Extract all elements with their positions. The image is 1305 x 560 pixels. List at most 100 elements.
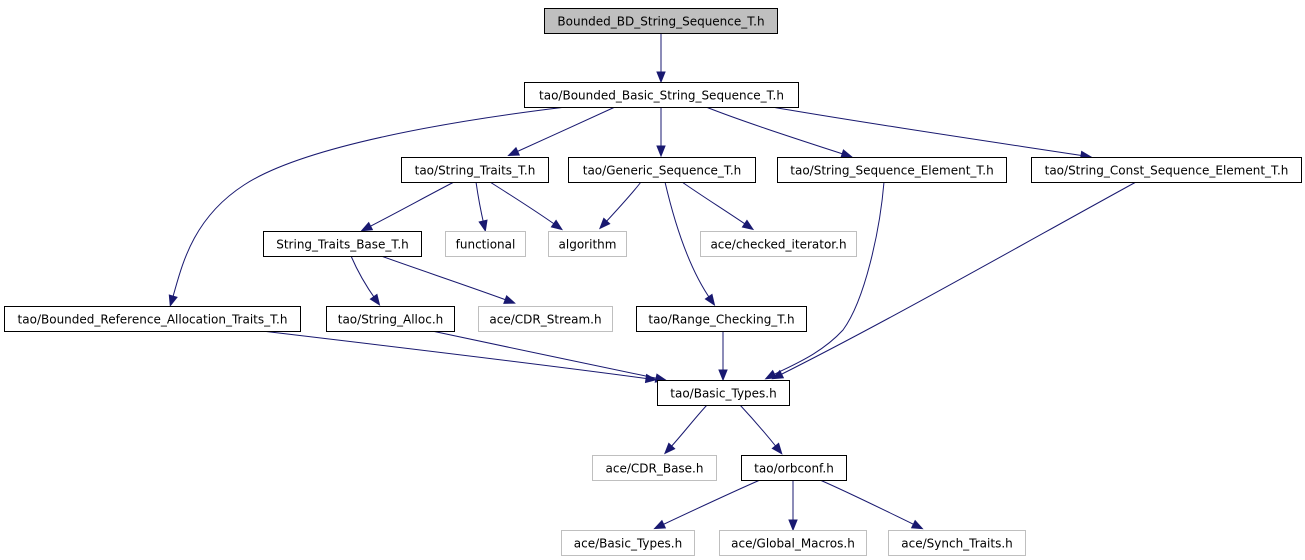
arrow-head	[644, 373, 658, 384]
edge-line	[659, 479, 761, 527]
edge-bbss-to-gs	[656, 107, 666, 158]
node-box	[636, 306, 807, 332]
edge-bbss-to-sse	[705, 106, 853, 159]
edge-bra-to-bt	[261, 330, 658, 384]
node-box	[888, 530, 1026, 556]
edges-layer	[168, 33, 1137, 532]
node-bt[interactable]: tao/Basic_Types.h	[657, 380, 790, 406]
node-sse[interactable]: tao/String_Sequence_Element_T.h	[777, 157, 1007, 183]
node-abt: ace/Basic_Types.h	[561, 530, 695, 556]
arrow-head	[771, 369, 785, 380]
node-box	[548, 231, 627, 257]
node-sa[interactable]: tao/String_Alloc.h	[326, 306, 455, 332]
node-box	[1031, 157, 1302, 183]
node-box	[544, 8, 778, 34]
arrow-head	[656, 71, 666, 84]
node-scse[interactable]: tao/String_Const_Sequence_Element_T.h	[1031, 157, 1302, 183]
arrow-head	[360, 221, 374, 232]
edge-line	[668, 404, 708, 450]
edge-line	[705, 106, 847, 156]
node-box	[326, 306, 455, 332]
node-cdrb: ace/CDR_Base.h	[592, 455, 717, 481]
node-label: ace/checked_iterator.h	[710, 238, 846, 252]
node-label: tao/String_Traits_T.h	[415, 164, 536, 178]
node-label: ace/CDR_Stream.h	[489, 313, 601, 327]
arrow-head	[478, 219, 488, 233]
node-box	[478, 306, 613, 332]
node-label: tao/Generic_Sequence_T.h	[583, 164, 742, 178]
node-label: functional	[456, 238, 516, 252]
edge-stb-to-sa	[350, 255, 381, 306]
node-label: tao/orbconf.h	[754, 462, 834, 476]
node-box	[719, 530, 867, 556]
arrow-head	[910, 519, 924, 530]
edge-line	[366, 181, 455, 229]
node-box	[592, 455, 717, 481]
edge-orb-to-abt	[653, 479, 761, 530]
node-label: tao/Bounded_Reference_Allocation_Traits_…	[18, 313, 288, 327]
edge-scse-to-bt	[771, 181, 1137, 380]
edge-line	[475, 181, 485, 226]
arrow-head	[741, 219, 755, 231]
node-box	[741, 455, 847, 481]
arrow-head	[771, 442, 783, 455]
edge-line	[380, 255, 510, 302]
edge-bbss-to-bra	[168, 106, 567, 308]
node-algo: algorithm	[548, 231, 627, 257]
node-root[interactable]: Bounded_BD_String_Sequence_T.h	[544, 8, 778, 34]
edge-gs-to-chk	[681, 181, 755, 231]
edge-sse-to-bt	[764, 181, 885, 380]
arrow-head	[550, 219, 563, 231]
arrow-head	[507, 146, 521, 157]
edge-line	[771, 106, 1086, 157]
edge-line	[350, 255, 377, 301]
edge-line	[603, 181, 642, 225]
arrow-head	[656, 145, 666, 158]
edge-bbss-to-st	[507, 106, 616, 157]
node-st[interactable]: tao/String_Traits_T.h	[401, 157, 549, 183]
edge-bbss-to-scse	[771, 106, 1093, 161]
node-label: tao/Basic_Types.h	[670, 387, 776, 401]
edge-line	[777, 181, 1137, 377]
node-gs[interactable]: tao/Generic_Sequence_T.h	[568, 157, 756, 183]
node-box	[561, 530, 695, 556]
edge-stb-to-cdrs	[380, 255, 516, 304]
node-box	[700, 231, 857, 257]
node-label: tao/String_Alloc.h	[338, 313, 444, 327]
arrow-head	[718, 369, 728, 382]
edge-line	[513, 106, 616, 154]
node-stb[interactable]: String_Traits_Base_T.h	[263, 231, 422, 257]
arrow-head	[599, 217, 611, 230]
edge-bt-to-orb	[739, 404, 783, 455]
edge-line	[171, 106, 567, 301]
edge-root-to-bbss	[656, 33, 666, 84]
node-bra[interactable]: tao/Bounded_Reference_Allocation_Traits_…	[4, 306, 301, 332]
edge-sa-to-bt	[431, 330, 668, 383]
nodes-layer: Bounded_BD_String_Sequence_T.h tao/Bounde…	[4, 8, 1302, 556]
edge-orb-to-agm	[788, 480, 798, 532]
node-box	[263, 231, 422, 257]
node-label: ace/CDR_Base.h	[606, 462, 704, 476]
node-box	[568, 157, 756, 183]
node-label: algorithm	[559, 238, 617, 252]
node-orb[interactable]: tao/orbconf.h	[741, 455, 847, 481]
node-label: ace/Basic_Types.h	[574, 537, 682, 551]
edge-gs-to-algo	[599, 181, 642, 230]
edge-orb-to-ast	[819, 479, 924, 530]
node-box	[445, 231, 526, 257]
arrow-head	[168, 294, 178, 308]
node-box	[777, 157, 1007, 183]
edge-rc-to-bt	[718, 331, 728, 382]
node-bbss[interactable]: tao/Bounded_Basic_String_Sequence_T.h	[524, 82, 799, 108]
node-rc[interactable]: tao/Range_Checking_T.h	[636, 306, 807, 332]
node-label: tao/Range_Checking_T.h	[648, 313, 794, 327]
edge-line	[489, 181, 558, 227]
node-box	[657, 380, 790, 406]
node-agm: ace/Global_Macros.h	[719, 530, 867, 556]
node-ast: ace/Synch_Traits.h	[888, 530, 1026, 556]
node-label: tao/String_Const_Sequence_Element_T.h	[1045, 164, 1289, 178]
node-box	[524, 82, 799, 108]
edge-line	[681, 181, 749, 227]
edge-st-to-algo	[489, 181, 563, 231]
